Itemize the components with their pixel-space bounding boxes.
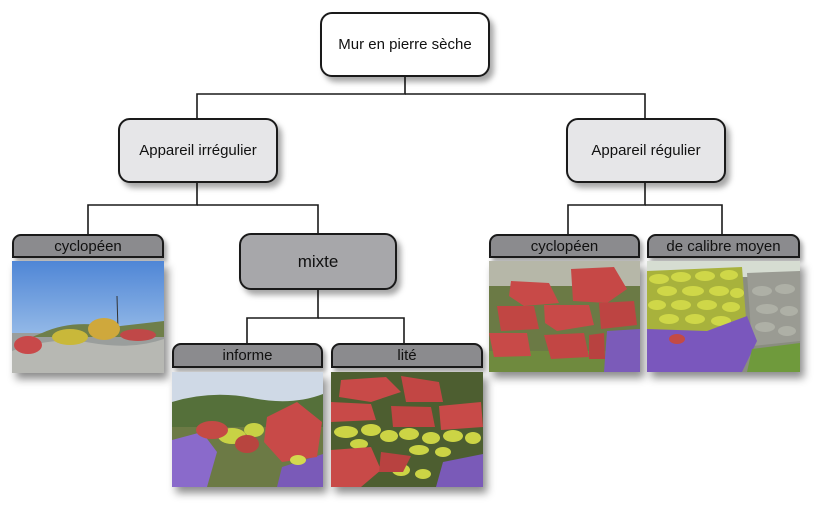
appareil-regulier-node: Appareil régulier xyxy=(566,118,726,183)
photo-cyclopeen-irregulier xyxy=(12,261,164,373)
mixte-label: mixte xyxy=(297,251,339,271)
tab-calibre-moyen-label: de calibre moyen xyxy=(666,237,781,255)
connector-right-calibre xyxy=(645,204,723,234)
connector-right-cyclopeen xyxy=(567,183,646,234)
photo-lite xyxy=(331,372,483,487)
photo-informe xyxy=(172,372,323,487)
tab-informe-label: informe xyxy=(222,347,273,364)
connector-root-left xyxy=(196,77,406,118)
root-label: Mur en pierre sèche xyxy=(338,36,472,53)
photo-calibre-moyen xyxy=(647,261,800,372)
tab-informe: informe xyxy=(172,343,323,368)
connector-left-cyclopeen xyxy=(87,183,198,234)
tab-lite: lité xyxy=(331,343,483,368)
root-node: Mur en pierre sèche xyxy=(320,12,490,77)
tab-cyclopeen-irregulier: cyclopéen xyxy=(12,234,164,258)
tab-lite-label: lité xyxy=(397,347,417,364)
tab-cyclopeen-irregulier-label: cyclopéen xyxy=(54,237,122,255)
tab-calibre-moyen: de calibre moyen xyxy=(647,234,800,258)
connector-root-right xyxy=(405,93,646,118)
mixte-node: mixte xyxy=(239,233,397,290)
tab-cyclopeen-regulier: cyclopéen xyxy=(489,234,640,258)
connector-left-mixte xyxy=(197,204,319,233)
tab-cyclopeen-regulier-label: cyclopéen xyxy=(530,237,599,255)
connector-mixte-lite xyxy=(318,317,405,343)
appareil-irregulier-label: Appareil irrégulier xyxy=(139,142,257,159)
appareil-regulier-label: Appareil régulier xyxy=(591,142,701,159)
photo-cyclopeen-regulier xyxy=(489,261,640,372)
appareil-irregulier-node: Appareil irrégulier xyxy=(118,118,278,183)
connector-mixte-informe xyxy=(246,290,319,343)
